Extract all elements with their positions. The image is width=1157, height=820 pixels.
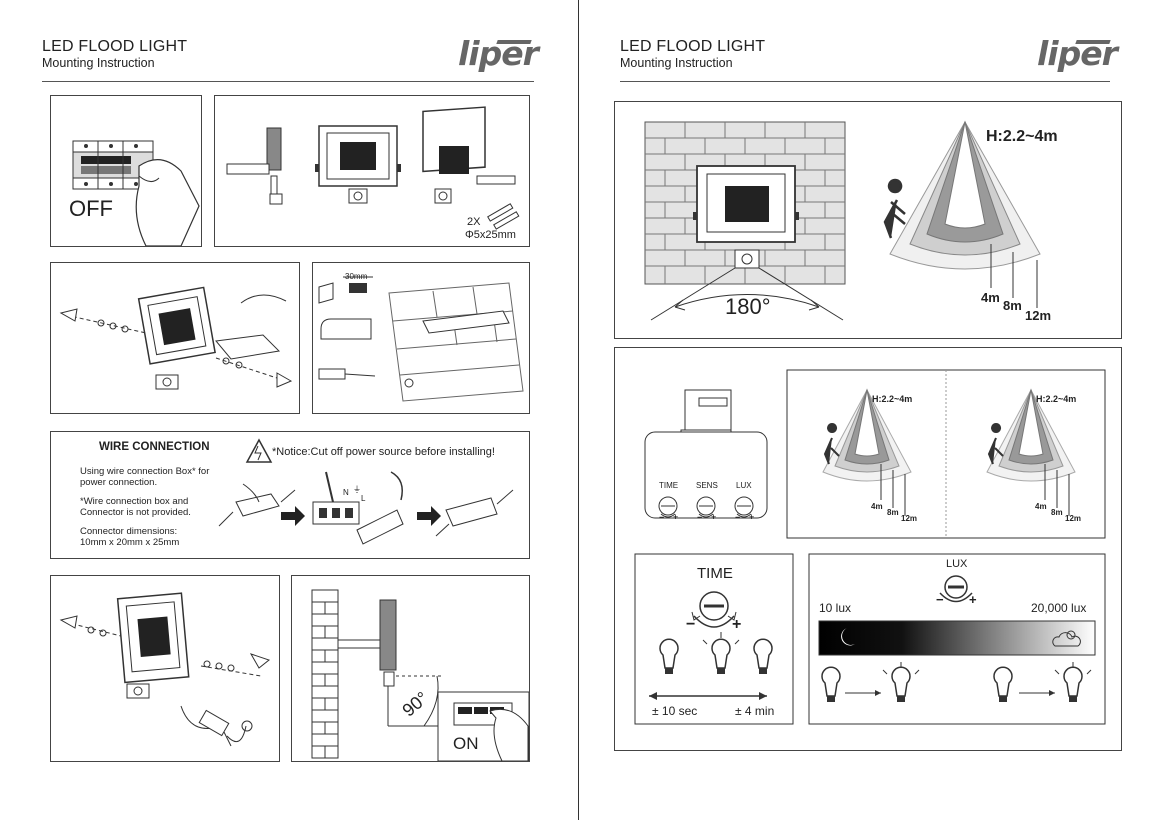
svg-text:−: − [735,512,740,522]
wire-connection-panel: WIRE CONNECTION *Notice:Cut off power so… [50,431,530,559]
drill-depth-label: 30mm [345,272,368,281]
svg-text:+: + [749,512,754,522]
mounting-height-label: H:2.2~4m [986,128,1058,145]
svg-text:+: + [673,512,678,522]
step4-wall-mount-panel: 30mm [312,262,530,414]
time-min-label: ± 10 sec [652,704,698,718]
lux-high-label: 20,000 lux [1031,601,1087,615]
range-12m-label: 12m [1025,308,1052,323]
time-plus: + [732,616,742,633]
connector-dimensions-line1: Connector dimensions: [80,526,178,537]
lux-low-label: 10 lux [819,601,852,615]
detection-overview-panel: 180° H:2.2~4m 4m 8m 12m [614,101,1122,339]
switch-on-label: ON [453,734,479,753]
knob-time-label: TIME [659,481,679,490]
step6-wall-mounted-panel: 90° ON [291,575,530,762]
range-4m-label: 4m [981,290,1000,305]
page-title: LED FLOOD LIGHT [620,38,766,55]
time-max-label: ± 4 min [735,704,775,718]
step5-attach-lamp-panel [50,575,280,762]
detection-illustration [644,120,1041,321]
notice-text: *Notice:Cut off power source before inst… [272,446,495,458]
page-title: LED FLOOD LIGHT [42,38,188,55]
sensor-settings-panel: −+ −+ −+ [614,347,1122,751]
range-8m-label: 8m [1003,298,1022,313]
note-not-provided-line1: *Wire connection box and [80,496,189,507]
connector-dimensions-line2: 10mm x 20mm x 25mm [80,537,180,548]
knob-lux-label: LUX [736,481,752,490]
knob-sens-label: SENS [696,481,718,490]
terminal-ground-label: ⏚ [353,485,361,494]
step3-bracket-panel [50,262,300,414]
switch-off-label: OFF [69,196,113,221]
cone-right-range-4m: 4m [1035,502,1047,511]
wall-drilling-illustration [318,276,524,402]
step1-switch-off-panel: OFF [50,95,202,247]
screw-quantity: 2X [467,216,481,228]
lux-minus: − [936,592,944,607]
terminal-live-label: L [361,494,366,503]
note-using-box-line2: power connection. [80,477,158,488]
right-page: LED FLOOD LIGHT Mounting Instruction lip… [579,0,1157,820]
header-rule [42,81,534,82]
page-subtitle: Mounting Instruction [620,56,733,70]
header-rule [620,81,1110,82]
logo-accent [1075,40,1111,44]
cone-left-range-4m: 4m [871,502,883,511]
svg-text:−: − [697,512,702,522]
step2-lamp-views-panel: 2X Φ5x25mm [214,95,530,247]
wire-connection-illustration [218,438,514,545]
cone-right-range-12m: 12m [1065,514,1082,523]
wire-connection-title: WIRE CONNECTION [99,441,210,453]
cone-left-range-8m: 8m [887,508,899,517]
cone-right-height-label: H:2.2~4m [1036,394,1077,404]
svg-text:−: − [659,512,664,522]
logo-accent [496,40,532,44]
wall-mounted-illustration [311,589,529,761]
screw-spec: Φ5x25mm [465,229,516,241]
breaker-switch-illustration [72,140,200,246]
sensor-module-illustration: −+ −+ −+ [634,369,1106,725]
cone-left-range-12m: 12m [901,514,918,523]
cone-left-height-label: H:2.2~4m [872,394,913,404]
time-minus: − [686,616,696,633]
lux-title: LUX [946,558,968,570]
lamp-views-illustration [226,106,520,230]
note-using-box-line1: Using wire connection Box* for [80,466,210,477]
terminal-neutral-label: N [343,488,349,497]
left-page: LED FLOOD LIGHT Mounting Instruction lip… [42,0,579,820]
svg-text:+: + [711,512,716,522]
time-title: TIME [697,565,733,582]
page-subtitle: Mounting Instruction [42,56,155,70]
detection-angle-label: 180° [725,294,771,319]
cone-right-range-8m: 8m [1051,508,1063,517]
note-not-provided-line2: Connector is not provided. [80,507,191,518]
attach-lamp-illustration [59,592,271,747]
bracket-assembly-illustration [59,286,293,390]
lux-plus: + [969,592,977,607]
